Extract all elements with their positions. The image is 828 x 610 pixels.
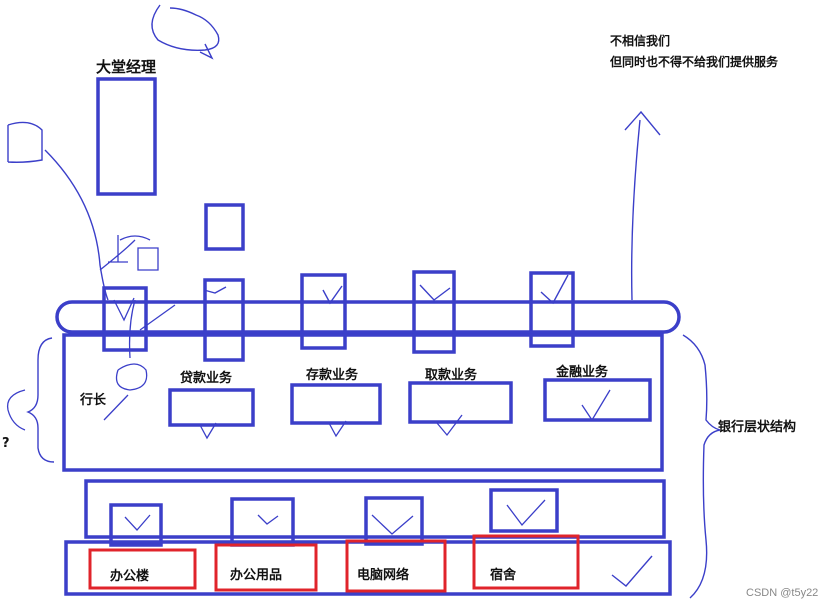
loan-service-box (168, 388, 255, 427)
support-window-3 (364, 496, 424, 546)
window-mark-1 (113, 297, 135, 322)
service-check-deposit (328, 420, 347, 438)
counter-window-4 (412, 270, 456, 354)
support-check-2 (257, 514, 279, 525)
label-loan: 贷款业务 (180, 371, 233, 386)
counter-window-3 (300, 273, 347, 350)
watermark-credit: CSDN @t5y22 (746, 587, 819, 599)
main-hall-box (62, 333, 664, 472)
note-line-2: 但同时也不得不给我们提供服务 (610, 55, 779, 69)
counter-window-5 (529, 271, 575, 348)
left-brace (26, 337, 55, 463)
label-office-supplies: 办公用品 (230, 568, 283, 583)
infrastructure-check (611, 555, 653, 587)
label-lobby-manager: 大堂经理 (96, 58, 157, 76)
service-check-withdraw (436, 414, 463, 437)
office-building-box (88, 548, 197, 590)
label-computer-network: 电脑网络 (357, 568, 410, 583)
service-check-finance (581, 389, 611, 422)
service-check-loan (199, 422, 217, 440)
deposit-service-box (290, 383, 382, 425)
question-mark: ? (2, 436, 10, 451)
finance-service-box (543, 378, 652, 422)
computer-network-box (345, 539, 447, 593)
upward-arrow (624, 110, 661, 301)
support-window-1 (109, 503, 163, 547)
support-check-3 (371, 514, 414, 535)
small-box-top (204, 203, 245, 251)
top-curl-scribble (151, 4, 220, 60)
window-check-3 (322, 285, 343, 305)
counter-window-1 (102, 286, 148, 352)
left-scribble-door (7, 121, 43, 163)
label-bank-structure: 银行层状结构 (718, 420, 797, 435)
lobby-manager-box (96, 77, 157, 196)
label-office-building: 办公楼 (110, 569, 150, 584)
dormitory-box (472, 534, 580, 590)
left-scribble-slash (103, 304, 176, 421)
support-check-4 (506, 499, 546, 527)
right-brace (682, 334, 721, 599)
label-deposit: 存款业务 (306, 368, 359, 383)
left-scribble-circle (115, 299, 148, 391)
support-layer-box (84, 479, 666, 539)
label-dormitory: 宿舍 (490, 568, 517, 583)
counter-window-2 (203, 278, 245, 362)
window-check-4 (419, 284, 451, 301)
counter-bar-ellipse (55, 300, 681, 334)
support-check-1 (124, 514, 151, 531)
label-withdraw: 取款业务 (425, 368, 478, 383)
label-president: 行长 (80, 393, 107, 408)
support-window-4 (489, 488, 559, 533)
window-check-2 (203, 286, 227, 294)
window-check-5 (540, 274, 569, 305)
left-scribble-people (99, 235, 159, 271)
office-supplies-box (214, 543, 318, 592)
withdraw-service-box (408, 381, 513, 424)
note-line-1: 不相信我们 (610, 34, 671, 48)
left-brace-small (6, 389, 26, 431)
label-finance: 金融业务 (556, 365, 609, 380)
